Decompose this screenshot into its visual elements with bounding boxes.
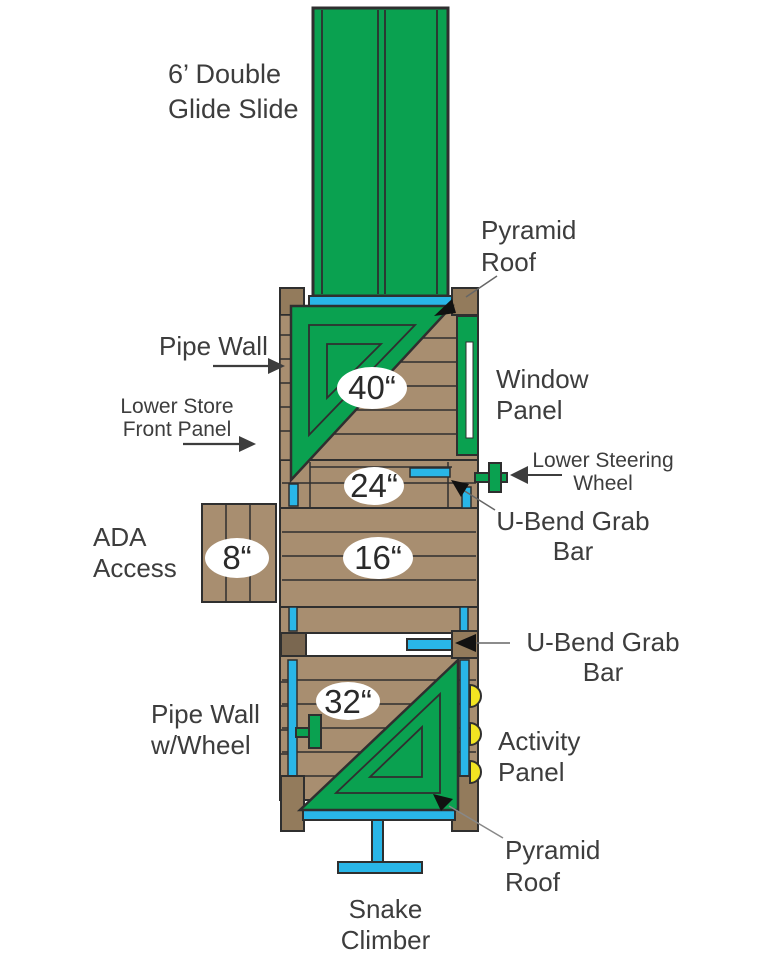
pyramid-roof-bottom-leader — [433, 794, 504, 839]
grab-bar-upper — [409, 467, 451, 478]
snake-climber-shape — [302, 808, 456, 874]
window-slot — [465, 341, 474, 439]
dimension-ellipses — [205, 367, 413, 720]
u-bend-grab-bar-upper-label: U-Bend Grab Bar — [496, 506, 650, 566]
annotation-arrows — [183, 275, 562, 839]
deck-24-dimension: 24“ — [350, 467, 398, 504]
pyramid-roof-bottom-shape — [296, 657, 460, 812]
u-bend-grab-bar-upper-leader — [451, 480, 496, 511]
activity-panel-label: Activity Panel — [498, 726, 581, 787]
opening-left-post — [280, 632, 307, 657]
ada-8-dimension: 8“ — [222, 539, 252, 576]
deck-boundary-lines — [280, 459, 478, 657]
slide-label: 6’ Double Glide Slide — [168, 59, 299, 124]
snake-climber-label: Snake Climber — [340, 894, 431, 955]
deck-32-dimension: 32“ — [324, 683, 372, 720]
window-panel-shape — [456, 315, 479, 456]
pipe-wall-label: Pipe Wall — [159, 331, 268, 361]
pipe-wall-arrow — [213, 358, 285, 374]
pyramid-roof-bottom-label: Pyramid Roof — [505, 835, 601, 897]
pyramid-roof-top-label: Pyramid Roof — [481, 215, 577, 277]
deck-opening-row — [280, 630, 479, 659]
activity-panel-knobs — [469, 683, 482, 785]
deck-40-dimension: 40“ — [348, 369, 396, 406]
window-panel-label: Window Panel — [496, 364, 589, 425]
pyramid-roof-top-leader — [434, 275, 498, 316]
lower-steering-wheel-arrow — [510, 466, 562, 484]
grab-bar-lower — [406, 638, 453, 651]
deck-16-dimension: 16“ — [354, 539, 402, 576]
lower-store-front-panel-label: Lower Store Front Panel — [120, 395, 234, 442]
u-bend-grab-bar-lower-label: U-Bend Grab Bar — [526, 627, 680, 687]
pipe-wall-wheel-shape — [295, 714, 322, 749]
double-glide-slide-shape — [311, 6, 450, 298]
lower-steering-wheel-shape — [474, 462, 508, 493]
lower-store-front-panel-arrow — [183, 436, 256, 452]
ada-access-label: ADA Access — [93, 522, 177, 583]
pipe-wall-lower-ticks — [280, 681, 289, 779]
u-bend-grab-bar-lower-leader — [455, 634, 510, 652]
lower-steering-wheel-label: Lower Steering Wheel — [532, 449, 674, 496]
pipe-wall-w-wheel-label: Pipe Wall w/Wheel — [151, 699, 260, 760]
